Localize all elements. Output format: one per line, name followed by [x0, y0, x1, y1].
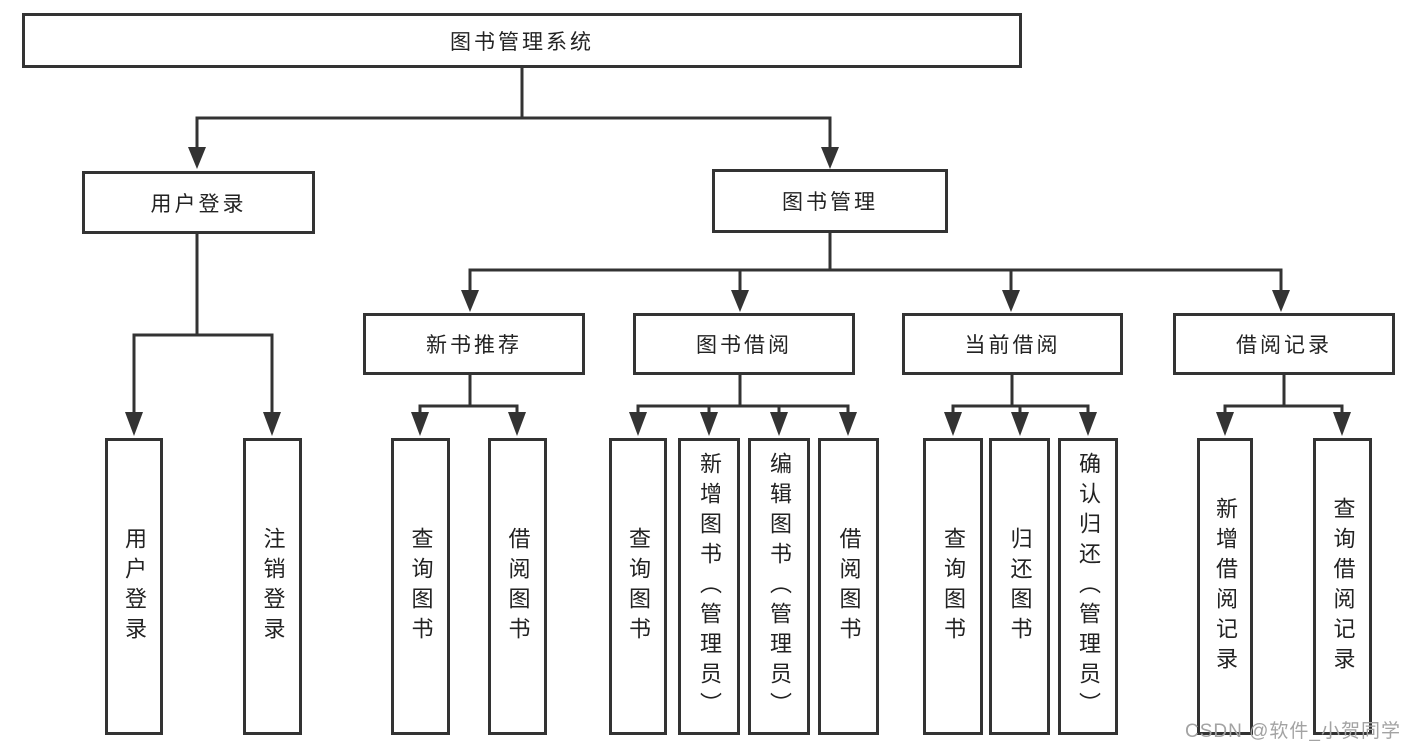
node-current-borrowing-label: 当前借阅 — [964, 334, 1061, 357]
leaf-recommend-borrow-books-label: 借阅图书 — [505, 526, 531, 647]
leaf-logout: 注销登录 — [243, 438, 302, 735]
leaf-current-confirm-return-admin-label: 确认归还（管理员） — [1076, 451, 1101, 722]
leaf-records-add-record-label: 新增借阅记录 — [1213, 496, 1238, 677]
csdn-watermark: CSDN @软件_小贺同学 — [1185, 721, 1401, 742]
leaf-borrow-add-book-admin-label: 新增图书（管理员） — [697, 451, 722, 722]
leaf-records-add-record: 新增借阅记录 — [1197, 438, 1253, 735]
node-new-book-recommendation: 新书推荐 — [363, 313, 585, 375]
node-book-management: 图书管理 — [712, 169, 948, 233]
node-library-system: 图书管理系统 — [22, 13, 1022, 68]
leaf-borrow-add-book-admin: 新增图书（管理员） — [678, 438, 740, 735]
leaf-borrow-query-books: 查询图书 — [609, 438, 667, 735]
leaf-borrow-edit-book-admin-label: 编辑图书（管理员） — [767, 451, 792, 722]
leaf-recommend-borrow-books: 借阅图书 — [488, 438, 547, 735]
leaf-borrow-edit-book-admin: 编辑图书（管理员） — [748, 438, 810, 735]
leaf-borrow-borrow-books-label: 借阅图书 — [836, 526, 862, 647]
node-user-login: 用户登录 — [82, 171, 315, 234]
node-borrowing-records-label: 借阅记录 — [1236, 334, 1332, 357]
leaf-user-login-label: 用户登录 — [122, 526, 147, 647]
node-library-system-label: 图书管理系统 — [450, 30, 594, 54]
leaf-records-query-record: 查询借阅记录 — [1313, 438, 1372, 735]
node-book-borrowing: 图书借阅 — [633, 313, 855, 375]
node-current-borrowing: 当前借阅 — [902, 313, 1123, 375]
leaf-borrow-borrow-books: 借阅图书 — [818, 438, 879, 735]
node-book-management-label: 图书管理 — [782, 191, 878, 214]
leaf-current-return-books-label: 归还图书 — [1007, 526, 1033, 647]
node-borrowing-records: 借阅记录 — [1173, 313, 1395, 375]
node-new-book-recommendation-label: 新书推荐 — [426, 334, 522, 357]
node-user-login-label: 用户登录 — [150, 192, 247, 216]
node-book-borrowing-label: 图书借阅 — [696, 334, 792, 357]
leaf-current-confirm-return-admin: 确认归还（管理员） — [1058, 438, 1118, 735]
leaf-recommend-query-books-label: 查询图书 — [408, 526, 434, 647]
leaf-borrow-query-books-label: 查询图书 — [626, 526, 651, 647]
leaf-recommend-query-books: 查询图书 — [391, 438, 450, 735]
leaf-user-login: 用户登录 — [105, 438, 163, 735]
leaf-records-query-record-label: 查询借阅记录 — [1330, 496, 1356, 677]
leaf-logout-label: 注销登录 — [260, 526, 286, 647]
leaf-current-query-books-label: 查询图书 — [941, 526, 966, 647]
leaf-current-return-books: 归还图书 — [989, 438, 1050, 735]
leaf-current-query-books: 查询图书 — [923, 438, 983, 735]
